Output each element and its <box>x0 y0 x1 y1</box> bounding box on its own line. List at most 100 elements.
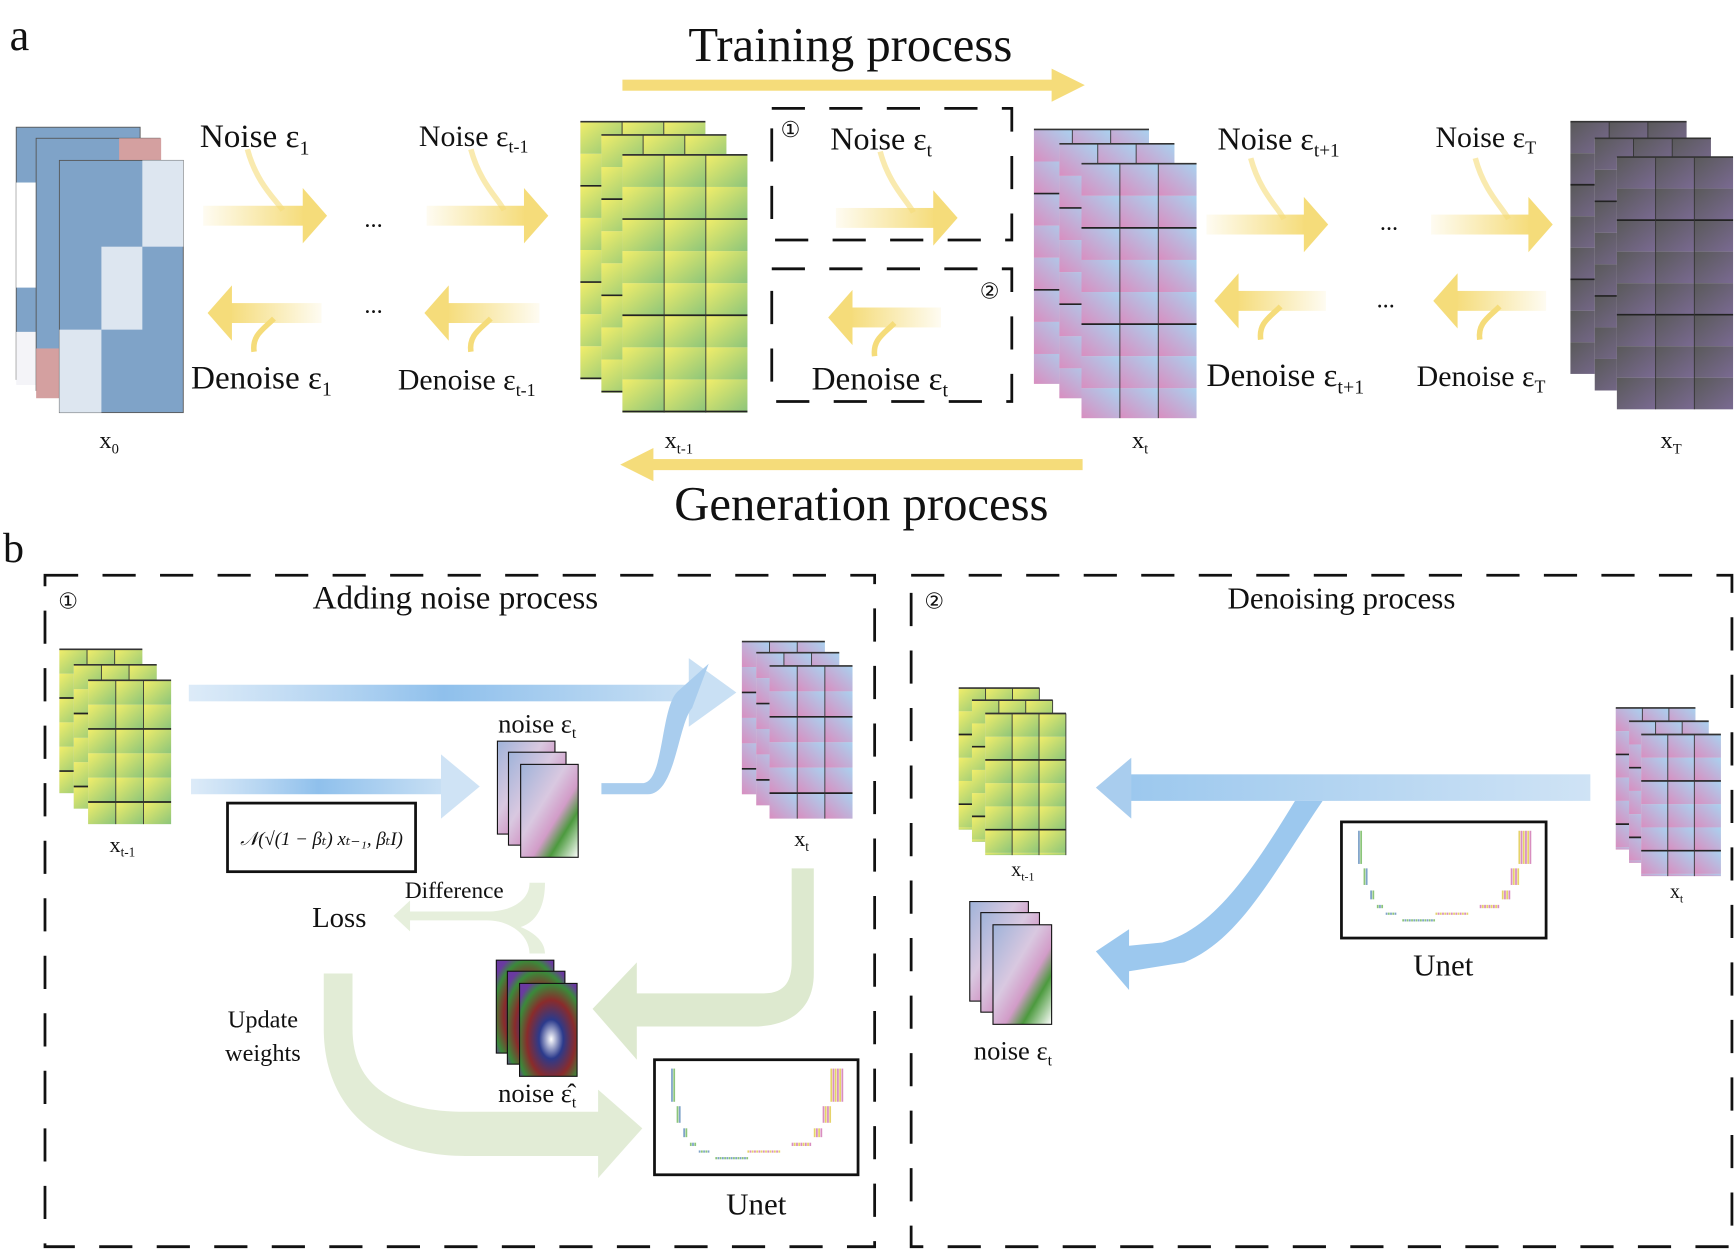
denoise-label: Denoise εt+1 <box>1206 357 1364 398</box>
grid-cell <box>115 728 144 754</box>
dashed-box-1 <box>770 107 1014 242</box>
denoise-arrow <box>207 285 322 353</box>
grid-cell <box>88 728 116 754</box>
unet-block <box>1486 904 1489 909</box>
unet-block <box>1457 912 1460 915</box>
grid-cell <box>1641 827 1668 851</box>
grid-cell <box>1012 713 1040 737</box>
predicted-noise-label: noise ε̂t <box>498 1078 577 1112</box>
grid-cell <box>143 801 172 825</box>
unet-block <box>1481 904 1484 909</box>
xt-stack <box>1033 128 1197 419</box>
unet-block <box>726 1157 729 1160</box>
unet-block <box>818 1128 820 1138</box>
noise-label-sub: 1 <box>299 137 309 159</box>
right-noise-label: noise εt <box>974 1036 1053 1070</box>
b-xt-label-sub: t <box>805 839 809 854</box>
b-xt-label-base: x <box>794 826 805 851</box>
grid-cell <box>115 680 144 705</box>
grid-cell <box>664 219 706 252</box>
grid-cell <box>1158 388 1197 419</box>
grid-cell <box>1667 780 1695 805</box>
unet-block <box>1411 919 1413 922</box>
b-right-xt-label: xt <box>1670 881 1684 905</box>
grid-cell <box>1081 356 1120 389</box>
unet-block <box>1408 919 1411 922</box>
denoise-label: Denoise ε1 <box>191 359 332 400</box>
unet-block <box>721 1157 724 1160</box>
ellipsis: ... <box>1380 209 1398 236</box>
grid-cell <box>985 736 1013 760</box>
grid-cell <box>1616 251 1656 284</box>
grid-cell <box>1655 251 1695 284</box>
unet-block <box>703 1150 705 1153</box>
predicted-noise-label-sub: t <box>572 1095 577 1112</box>
unet-block <box>807 1142 809 1147</box>
unet-block <box>778 1150 781 1153</box>
grid-cell <box>705 347 748 380</box>
grid-cell <box>1694 804 1721 828</box>
grid-cell <box>622 283 665 316</box>
noise-label-sub: t <box>572 725 577 742</box>
b-xt-label: xt <box>794 826 809 854</box>
grid-cell <box>1641 757 1668 781</box>
unet-block <box>1444 912 1447 915</box>
unet-block <box>1426 919 1429 922</box>
unet-block <box>730 1157 733 1160</box>
grid-cell <box>1655 283 1695 315</box>
unet-block <box>1390 912 1392 915</box>
unet-block <box>1372 890 1375 900</box>
grid-cell <box>1081 388 1120 419</box>
grid-cell <box>1012 736 1040 760</box>
grid-cell <box>1616 346 1656 378</box>
grid-cell <box>985 783 1013 807</box>
grid-cell <box>1119 259 1159 293</box>
unet-block <box>1439 912 1442 915</box>
state-label-sub: t <box>1144 441 1148 457</box>
training-process-title: Training process <box>688 18 1012 72</box>
grid-cell <box>1039 852 1066 856</box>
grid-cell <box>769 767 798 794</box>
b-right-xt-stack <box>1615 707 1721 877</box>
blue-arrow-noise-to-xt <box>601 663 709 795</box>
unet-block <box>1433 919 1436 922</box>
unet-block <box>760 1150 763 1153</box>
unet-block <box>728 1157 731 1160</box>
unet-block <box>717 1157 720 1160</box>
grid-cell <box>1667 827 1695 851</box>
right-noise-image-stack-layer <box>992 924 1053 1025</box>
grid-cell <box>985 713 1013 737</box>
unet-block <box>800 1142 803 1147</box>
unet-block <box>1435 912 1438 915</box>
unet-block <box>741 1157 744 1160</box>
noise-label-sub: t-1 <box>509 137 529 157</box>
noise-label-base: Noise ε <box>1218 120 1314 156</box>
unet-block <box>1381 904 1384 909</box>
unet-block <box>832 1068 835 1102</box>
grid-cell <box>824 742 853 768</box>
state-label-sub: t-1 <box>677 441 693 457</box>
unet-block <box>1517 868 1520 885</box>
unet-left <box>653 1058 860 1177</box>
dashed-box-2 <box>770 267 1014 403</box>
grid-cell <box>88 777 116 802</box>
grid-cell <box>1081 259 1120 293</box>
grid-cell <box>1667 804 1695 828</box>
noise-label-base: Noise ε <box>200 118 300 155</box>
state-label: xt-1 <box>665 427 693 457</box>
grid-cell <box>1158 259 1197 293</box>
unet-block <box>678 1106 681 1123</box>
blue-arrow-direct <box>188 658 737 727</box>
marker-1: ① <box>781 117 801 142</box>
grid-cell <box>1694 827 1721 851</box>
noise-label-base: noise ε <box>498 708 572 738</box>
denoising-marker: ② <box>924 588 944 613</box>
grid-cell <box>1694 734 1721 758</box>
grid-cell <box>705 379 748 412</box>
grid-cell <box>143 777 172 802</box>
grid-cell <box>769 793 798 819</box>
unet-block <box>776 1150 778 1153</box>
grid-cell <box>824 665 853 692</box>
unet-block <box>1394 912 1397 915</box>
unet-block <box>746 1157 749 1160</box>
